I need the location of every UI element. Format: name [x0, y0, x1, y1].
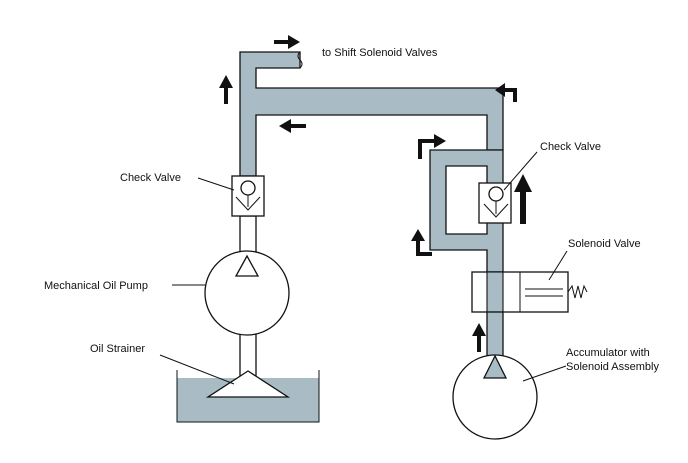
label-mechanical-pump: Mechanical Oil Pump — [44, 280, 148, 292]
arrow-up-accumulator — [472, 323, 486, 352]
accumulator — [452, 354, 538, 440]
solenoid-valve-port — [486, 271, 504, 313]
pump-triangle — [234, 254, 260, 277]
outlet-end-cap — [297, 51, 303, 69]
check-valve-left-ball — [240, 180, 256, 196]
solenoid-valve — [471, 271, 588, 313]
accumulator-pipe — [486, 311, 504, 357]
check-valve-right-seat — [483, 203, 509, 218]
label-shift-valves: to Shift Solenoid Valves — [322, 47, 438, 59]
arrow-corner-topright — [495, 83, 517, 102]
leader-lines — [159, 151, 568, 385]
solenoid-spring — [567, 284, 588, 299]
label-accumulator-line1: Accumulator with — [566, 347, 650, 359]
check-valve-right — [478, 182, 512, 224]
leader-check-left — [197, 177, 235, 191]
oil-strainer — [205, 370, 291, 398]
label-check-valve-left: Check Valve — [120, 172, 181, 184]
label-accumulator-line2: Solenoid Assembly — [566, 361, 659, 373]
leader-strainer — [159, 354, 235, 385]
right-bypass-loop — [429, 149, 504, 273]
arrow-right-top — [274, 35, 300, 49]
check-valve-right-ball — [488, 186, 504, 202]
label-check-valve-right: Check Valve — [540, 141, 601, 153]
label-solenoid-valve: Solenoid Valve — [568, 238, 641, 250]
pump-outlet-pipe — [239, 215, 257, 255]
pump-body — [204, 250, 290, 336]
mechanical-oil-pump — [204, 250, 290, 336]
check-valve-left — [231, 175, 265, 217]
arrow-up-right-large — [514, 174, 532, 224]
label-oil-strainer: Oil Strainer — [90, 343, 145, 355]
left-main-pipe — [239, 51, 504, 177]
leader-accumulator — [522, 365, 567, 382]
flow-arrows — [219, 35, 532, 352]
oil-pan-outline — [176, 370, 320, 423]
accumulator-triangle — [482, 354, 508, 379]
arrow-corner-loop-bottom — [411, 229, 432, 256]
leader-check-right — [503, 151, 538, 191]
check-valve-left-seat — [235, 196, 261, 211]
arrow-up-left — [219, 75, 233, 104]
arrow-left-mid — [279, 119, 306, 133]
leader-solenoid — [548, 250, 568, 281]
arrow-corner-loop-top — [418, 134, 446, 159]
